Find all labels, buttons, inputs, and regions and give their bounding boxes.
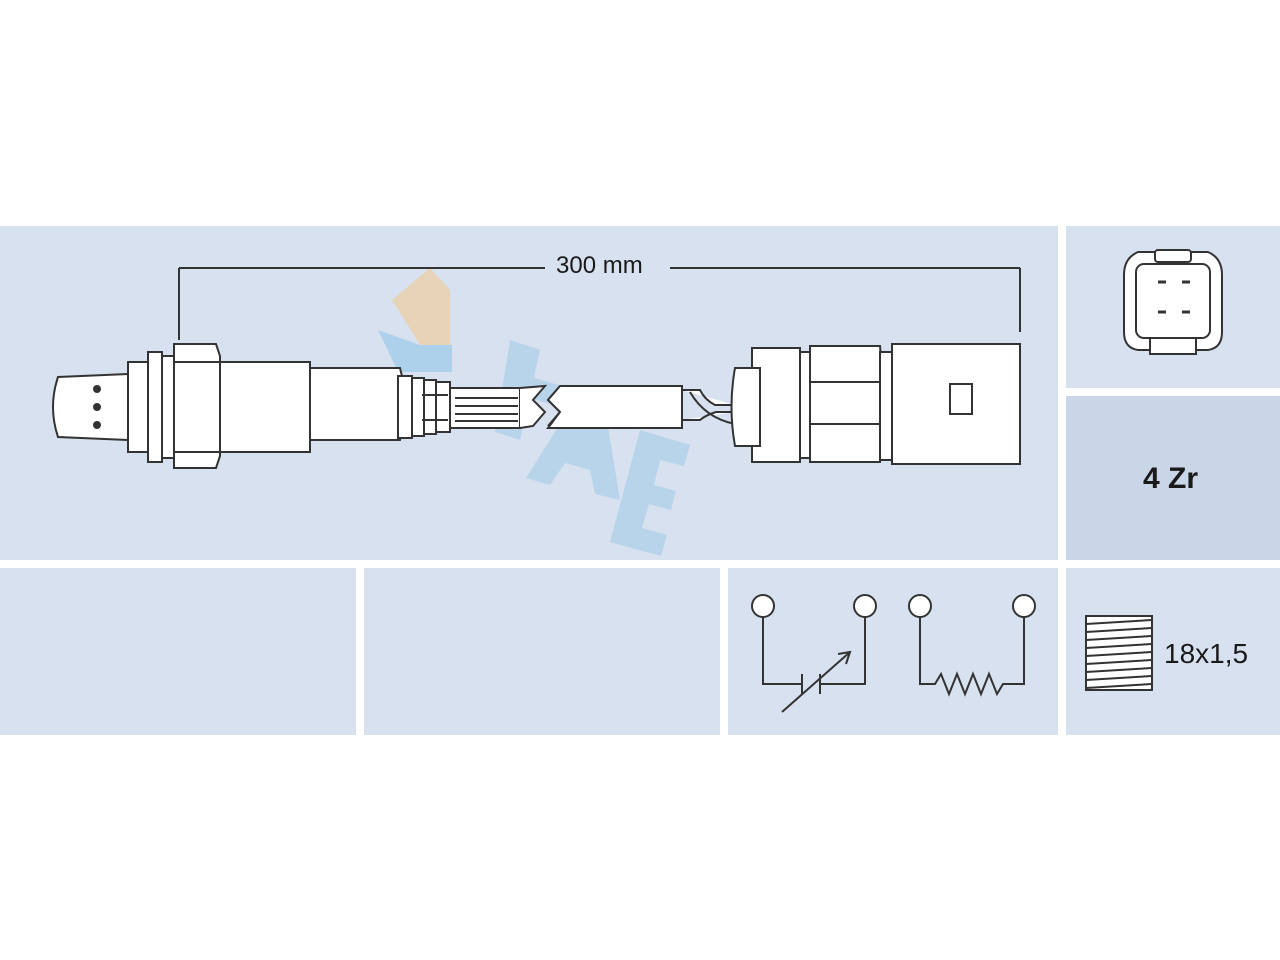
thread-icon: [1085, 615, 1153, 691]
dimension-line: [178, 267, 1021, 340]
heater-resistor-icon: [908, 594, 1036, 697]
sensor-type-panel: [1066, 396, 1280, 560]
variable-resistor-icon: [751, 594, 877, 713]
sensor-collar: [127, 361, 149, 453]
sensor-washer: [147, 351, 163, 463]
sensor-cable: [449, 384, 736, 429]
thread-size-label: 18x1,5: [1164, 638, 1249, 669]
sensor-shell: [219, 361, 311, 453]
watermark-letter-e: [610, 430, 690, 556]
connector-plug: [730, 343, 1021, 465]
connector-face-icon: [1123, 249, 1223, 355]
empty-panel-middle: [364, 568, 720, 735]
sensor-tip: [52, 372, 129, 442]
watermark-blue-shape: [378, 330, 452, 372]
empty-panel-left: [0, 568, 356, 735]
sensor-sleeve: [309, 367, 406, 441]
hex-nut: [173, 343, 221, 469]
sensor-type-label: 4 Zr: [1143, 462, 1199, 495]
circuit-panel: [728, 568, 1058, 735]
watermark-orange-shape: [392, 268, 450, 345]
connector-latch: [949, 383, 973, 415]
lambda-sensor-body: [52, 343, 451, 469]
cable-length-label: 300 mm: [552, 252, 647, 280]
